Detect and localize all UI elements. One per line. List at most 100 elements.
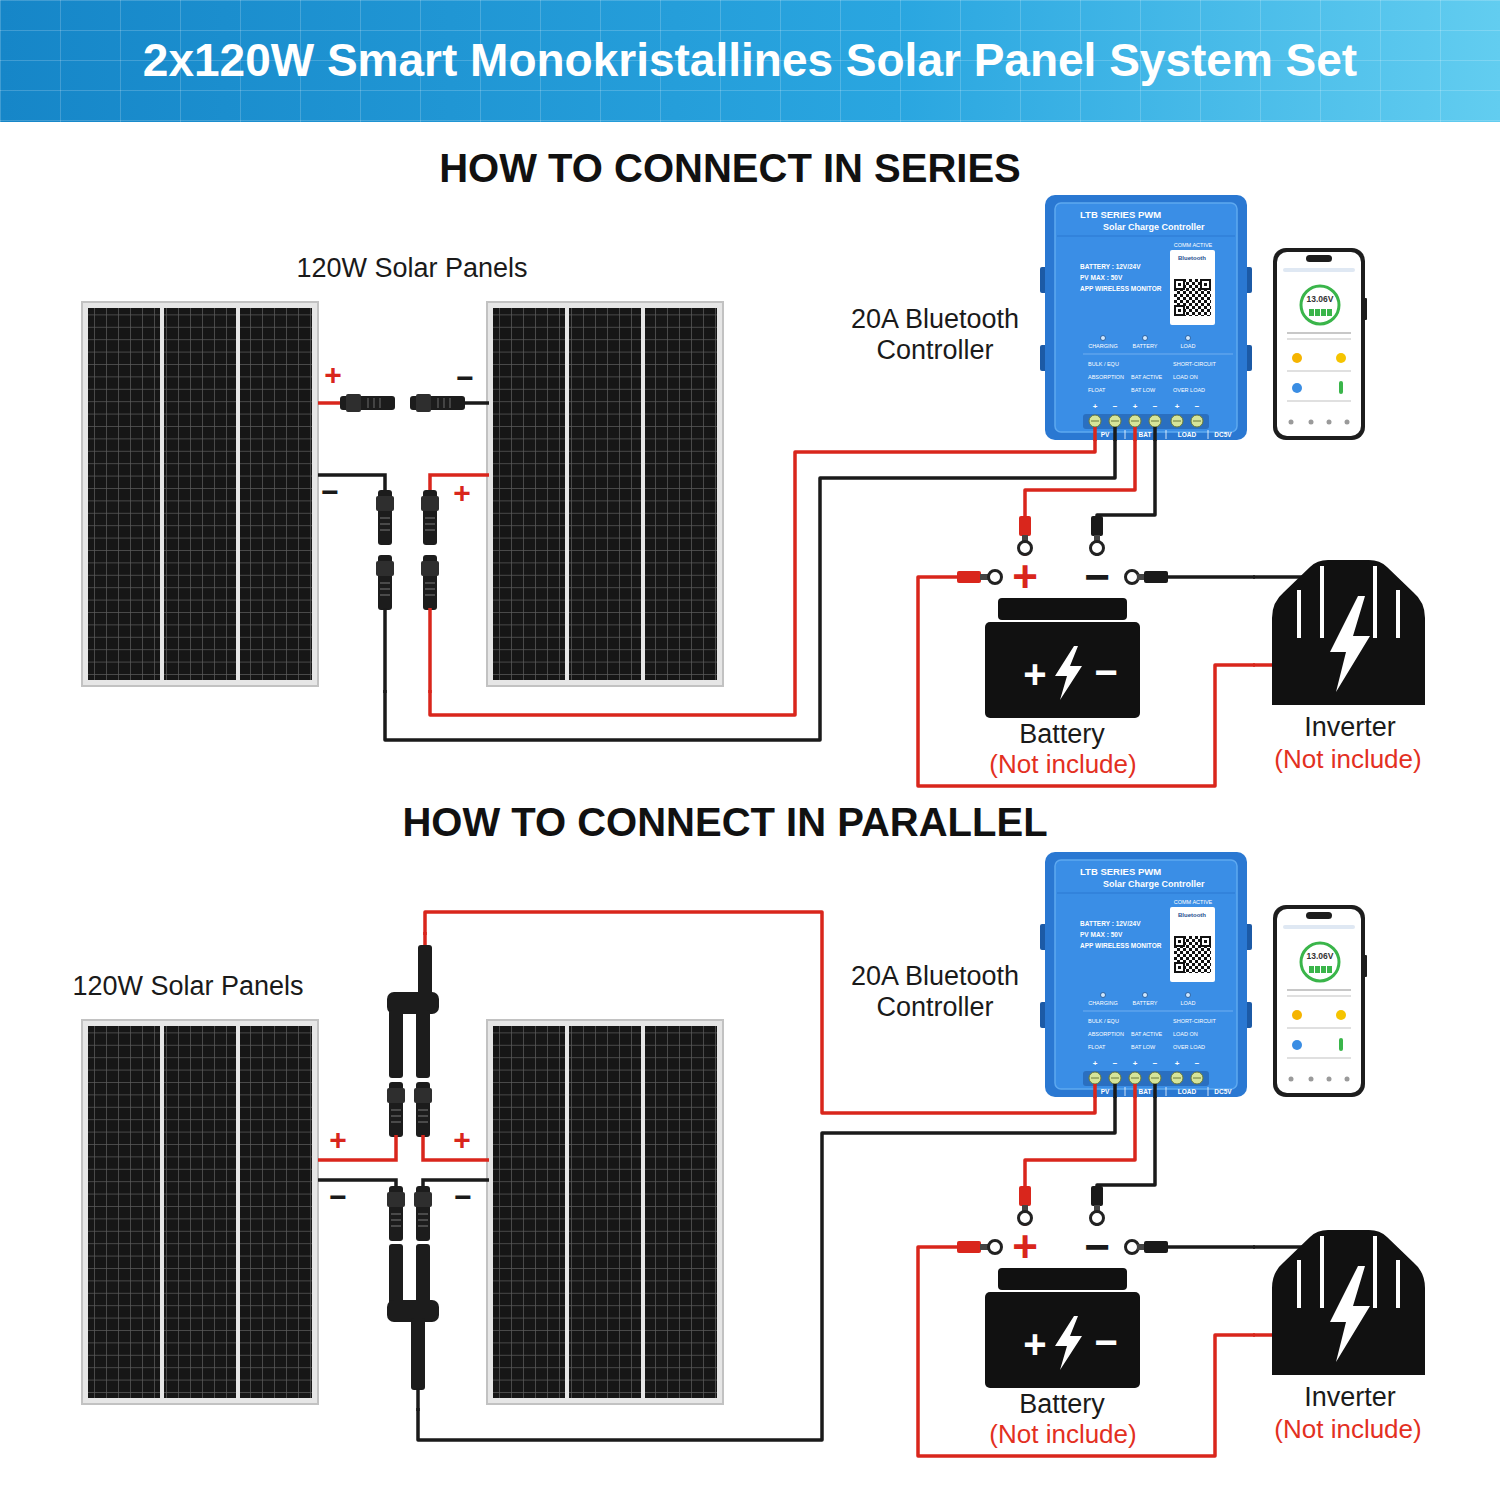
inverter-label: Inverter bbox=[1304, 712, 1396, 743]
indicator-label: BAT ACTIVE bbox=[1131, 1031, 1162, 1037]
indicator-label: LOAD ON bbox=[1173, 374, 1198, 380]
inverter-positive-wire bbox=[918, 1247, 1255, 1456]
phone-body bbox=[1273, 905, 1367, 1097]
battery-negative-wire bbox=[1097, 1097, 1155, 1226]
indicator-label: FLOAT bbox=[1088, 387, 1105, 393]
polarity-sign: − bbox=[321, 475, 339, 510]
not-included-note: (Not include) bbox=[1274, 745, 1421, 775]
battery-terminal-sign: − bbox=[1084, 552, 1110, 603]
mc4-connector bbox=[421, 555, 439, 610]
battery-terminal-sign: − bbox=[1084, 1222, 1110, 1273]
voltage-reading: 13.06V bbox=[1307, 295, 1334, 305]
inverter-negative-wire bbox=[1165, 1245, 1255, 1249]
indicator-label: BULK / EQU bbox=[1088, 361, 1119, 367]
indicator-label: BAT LOW bbox=[1131, 1044, 1155, 1050]
battery-plus: + bbox=[1023, 651, 1046, 697]
terminal-sign: + bbox=[1133, 402, 1138, 411]
indicator-label: BAT LOW bbox=[1131, 387, 1155, 393]
series-panels bbox=[82, 302, 723, 686]
inverter: Inverter(Not include) bbox=[1255, 555, 1445, 780]
terminal-sign: + bbox=[1175, 1059, 1180, 1068]
section-heading: HOW TO CONNECT IN SERIES bbox=[439, 145, 1021, 191]
terminal-label: DC5V bbox=[1214, 431, 1231, 438]
indicator-label: ABSORPTION bbox=[1088, 1031, 1124, 1037]
model-subtitle: Solar Charge Controller bbox=[1103, 222, 1205, 232]
not-included-note: (Not include) bbox=[1274, 1415, 1421, 1445]
indicator-label: BULK / EQU bbox=[1088, 1018, 1119, 1024]
polarity-sign: − bbox=[456, 361, 474, 396]
led-label: CHARGING bbox=[1088, 1000, 1118, 1006]
terminal-sign: − bbox=[1153, 402, 1158, 411]
indicator-label: OVER LOAD bbox=[1173, 387, 1205, 393]
not-included-note: (Not include) bbox=[989, 1420, 1136, 1450]
series-panel-leads bbox=[465, 401, 489, 405]
phone-app: 13.06V bbox=[1273, 905, 1365, 1097]
battery-label: Battery bbox=[1019, 719, 1105, 750]
indicator-label: FLOAT bbox=[1088, 1044, 1105, 1050]
battery-minus: − bbox=[1094, 1319, 1117, 1365]
inverter-negative-wire bbox=[1165, 575, 1255, 579]
indicator-label: LOAD ON bbox=[1173, 1031, 1198, 1037]
solar-panel-pair: 120W Solar Panels bbox=[55, 935, 725, 1408]
spec-line: PV MAX : 50V bbox=[1080, 274, 1122, 281]
qr-caption: Bluetooth bbox=[1178, 912, 1206, 919]
page-title: 2x120W Smart Monokristallines Solar Pane… bbox=[143, 34, 1357, 87]
series-panel-leads bbox=[428, 608, 432, 693]
controller-heading: 20A Bluetooth Controller bbox=[835, 961, 1035, 1023]
terminal-label: LOAD bbox=[1178, 431, 1196, 438]
terminal-sign: + bbox=[1093, 1059, 1098, 1068]
polarity-sign: + bbox=[324, 358, 342, 393]
mc4-connector bbox=[376, 555, 394, 610]
solar-panel bbox=[82, 1020, 318, 1404]
parallel-panel-leads bbox=[411, 1318, 425, 1390]
terminal-sign: + bbox=[1093, 402, 1098, 411]
battery-icon bbox=[985, 1268, 1140, 1388]
spec-line: PV MAX : 50V bbox=[1080, 931, 1122, 938]
battery-positive-wire bbox=[1025, 1097, 1135, 1226]
terminal-sign: − bbox=[1195, 1059, 1200, 1068]
mc4-connector bbox=[414, 1186, 432, 1241]
led-label: LOAD bbox=[1181, 1000, 1196, 1006]
mc4-connector bbox=[410, 394, 465, 412]
indicator-label: OVER LOAD bbox=[1173, 1044, 1205, 1050]
indicator-label: ABSORPTION bbox=[1088, 374, 1124, 380]
terminal-label: BAT bbox=[1139, 1088, 1152, 1095]
led-label: BATTERY bbox=[1133, 343, 1158, 349]
mc4-connector bbox=[376, 490, 394, 545]
parallel-panels bbox=[82, 1020, 723, 1404]
terminal-label: PV bbox=[1101, 1088, 1110, 1095]
mc4-connector bbox=[421, 490, 439, 545]
spec-line: APP WIRELESS MONITOR bbox=[1080, 942, 1161, 949]
terminal-label: PV bbox=[1101, 431, 1110, 438]
battery: +−Battery(Not include) bbox=[960, 1226, 1165, 1451]
series-panel-leads bbox=[318, 401, 342, 405]
parallel-panel-leads bbox=[389, 1010, 403, 1078]
led-label: LOAD bbox=[1181, 343, 1196, 349]
panel-heading: 120W Solar Panels bbox=[72, 971, 303, 1002]
led-label: BATTERY bbox=[1133, 1000, 1158, 1006]
not-included-note: (Not include) bbox=[989, 750, 1136, 780]
phone-body bbox=[1273, 248, 1367, 440]
parallel-panel-leads bbox=[416, 1388, 420, 1411]
status-caption: COMM ACTIVE bbox=[1174, 899, 1213, 905]
controller-body bbox=[1040, 195, 1252, 441]
terminal-label: LOAD bbox=[1178, 1088, 1196, 1095]
mc4-connector bbox=[414, 1082, 432, 1137]
polarity-sign: − bbox=[329, 1180, 347, 1215]
parallel-panel-leads bbox=[318, 932, 489, 1411]
parallel-panel-leads bbox=[416, 1244, 430, 1306]
battery-negative-wire bbox=[1097, 440, 1155, 556]
parallel-panel-leads bbox=[389, 1244, 403, 1306]
terminal-sign: − bbox=[1153, 1059, 1158, 1068]
terminal-label: BAT bbox=[1139, 431, 1152, 438]
battery-terminal-sign: + bbox=[1012, 1222, 1038, 1273]
controller-body bbox=[1040, 852, 1252, 1098]
parallel-panel-leads bbox=[418, 945, 432, 995]
model-subtitle: Solar Charge Controller bbox=[1103, 879, 1205, 889]
battery-plus: + bbox=[1023, 1321, 1046, 1367]
title-bar bbox=[0, 0, 1500, 122]
led-label: CHARGING bbox=[1088, 343, 1118, 349]
spec-line: APP WIRELESS MONITOR bbox=[1080, 285, 1161, 292]
